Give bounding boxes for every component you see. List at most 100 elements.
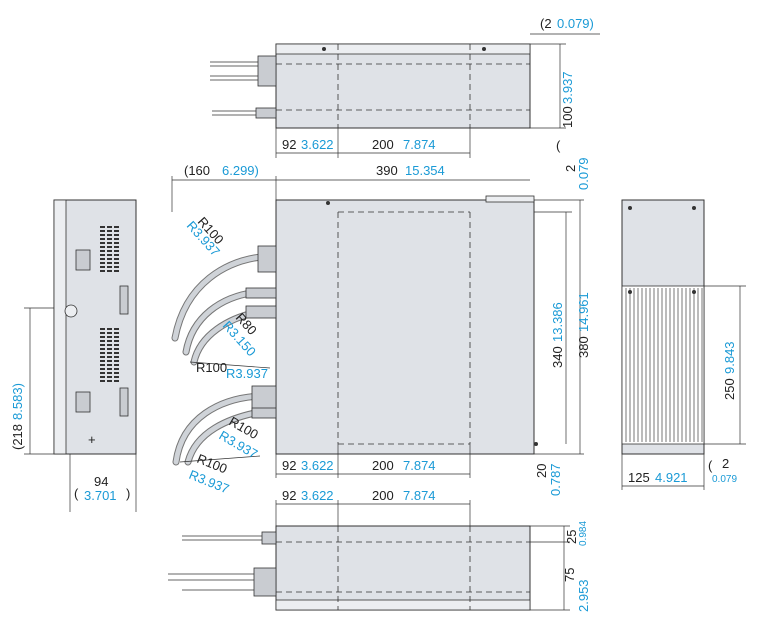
vent-slot xyxy=(100,254,105,256)
vent-slot xyxy=(107,372,112,374)
vent-slot xyxy=(107,242,112,244)
vent-slot xyxy=(100,364,105,366)
vent-slot xyxy=(100,266,105,268)
vent-slot xyxy=(100,332,105,334)
vent-slot xyxy=(107,246,112,248)
vent-slot xyxy=(100,258,105,260)
vent-slot xyxy=(100,368,105,370)
vent-slot xyxy=(114,246,119,248)
side-width-mm: 94 xyxy=(94,474,108,489)
front-left-inch: 3.622 xyxy=(301,458,334,473)
vent-slot xyxy=(114,344,119,346)
outer-height-mm: 380 xyxy=(576,336,591,358)
front-bottom-mm: 20 xyxy=(534,464,549,478)
cable-bends: R100 R3.937 R80 R3.150 R100 R3.937 R100 … xyxy=(171,214,277,496)
left-side-view: + ( ) (2188.583) 94 3.701 xyxy=(10,199,137,512)
vent-slot xyxy=(107,254,112,256)
top-gap-inch: 0.079) xyxy=(557,16,594,31)
top-left-mm: 92 xyxy=(282,137,296,152)
vent-slot xyxy=(100,372,105,374)
vent-slot xyxy=(100,270,105,272)
vent-slots xyxy=(100,226,119,382)
vent-slot xyxy=(107,234,112,236)
bottom-75-mm: 75 xyxy=(562,568,577,582)
width-inch: 15.354 xyxy=(405,163,445,178)
vent-slot xyxy=(114,270,119,272)
vent-slot xyxy=(100,380,105,382)
vent-slot xyxy=(100,352,105,354)
bottom-25-inch: 0.984 xyxy=(578,521,589,546)
bottom-center-inch: 7.874 xyxy=(403,488,436,503)
front-center-mm: 200 xyxy=(372,458,394,473)
vent-slot xyxy=(114,372,119,374)
cable-length-mm: (160 xyxy=(184,163,210,178)
vent-slot xyxy=(114,328,119,330)
vent-slot xyxy=(107,258,112,260)
vent-slot xyxy=(114,360,119,362)
vent-slot xyxy=(114,234,119,236)
vent-slot xyxy=(114,352,119,354)
vent-slot xyxy=(107,262,112,264)
vent-slot xyxy=(114,226,119,228)
vent-slot xyxy=(107,340,112,342)
vent-slot xyxy=(100,262,105,264)
vent-slot xyxy=(114,336,119,338)
vent-slot xyxy=(107,226,112,228)
vent-slot xyxy=(114,238,119,240)
vent-slot xyxy=(100,336,105,338)
right-width-mm: 125 xyxy=(628,470,650,485)
heatsink-fins xyxy=(625,288,703,442)
bottom-left-mm: 92 xyxy=(282,488,296,503)
vent-slot xyxy=(100,234,105,236)
vent-slot xyxy=(114,364,119,366)
vent-slot xyxy=(107,364,112,366)
side-height-dim: (2188.583) xyxy=(10,383,25,450)
vent-slot xyxy=(114,340,119,342)
vent-slot xyxy=(100,348,105,350)
top-gap-mm: (2 xyxy=(540,16,552,31)
right-end-view: 250 9.843 125 4.921 ( 2 0.079 xyxy=(621,199,746,490)
right-gap-mm: 2 xyxy=(722,456,729,471)
vent-slot xyxy=(114,376,119,378)
right-gap-paren-l: ( xyxy=(708,458,713,473)
side-width-inch: 3.701 xyxy=(84,488,117,503)
vent-slot xyxy=(100,328,105,330)
vent-slot xyxy=(114,368,119,370)
vent-slot xyxy=(100,340,105,342)
vent-slot xyxy=(114,348,119,350)
top-height-inch: 3.937 xyxy=(560,71,575,104)
right-fin-height-mm: 250 xyxy=(722,378,737,400)
bottom-left-inch: 3.622 xyxy=(301,488,334,503)
vent-slot xyxy=(107,376,112,378)
vent-slot xyxy=(107,270,112,272)
vent-slot xyxy=(107,238,112,240)
vent-slot xyxy=(107,356,112,358)
vent-slot xyxy=(100,356,105,358)
ground-mark: + xyxy=(88,432,96,447)
vent-slot xyxy=(100,376,105,378)
vent-slot xyxy=(114,250,119,252)
vent-slot xyxy=(107,230,112,232)
vent-slot xyxy=(114,332,119,334)
side-paren-l: ( xyxy=(74,486,79,501)
vent-slot xyxy=(114,254,119,256)
bottom-75-inch: 2.953 xyxy=(576,579,591,612)
top-center-inch: 7.874 xyxy=(403,137,436,152)
vent-slot xyxy=(107,336,112,338)
vent-slot xyxy=(114,356,119,358)
vent-slot xyxy=(100,238,105,240)
bottom-center-mm: 200 xyxy=(372,488,394,503)
top-view: (2 0.079) 100 3.937 92 3.622 200 7.874 xyxy=(210,16,600,158)
vent-slot xyxy=(100,360,105,362)
right-fin-height-inch: 9.843 xyxy=(722,341,737,374)
bottom-view: 92 3.622 200 7.874 25 0.984 75 2.953 xyxy=(168,488,591,612)
vent-slot xyxy=(107,368,112,370)
inner-height-mm: 340 xyxy=(550,346,565,368)
vent-slot xyxy=(107,348,112,350)
bottom-25-mm: 25 xyxy=(564,530,579,544)
vent-slot xyxy=(100,226,105,228)
vent-slot xyxy=(100,250,105,252)
top-height-mm: 100 xyxy=(560,106,575,128)
vent-slot xyxy=(100,242,105,244)
right-gap-inch: 0.079 xyxy=(712,474,737,485)
